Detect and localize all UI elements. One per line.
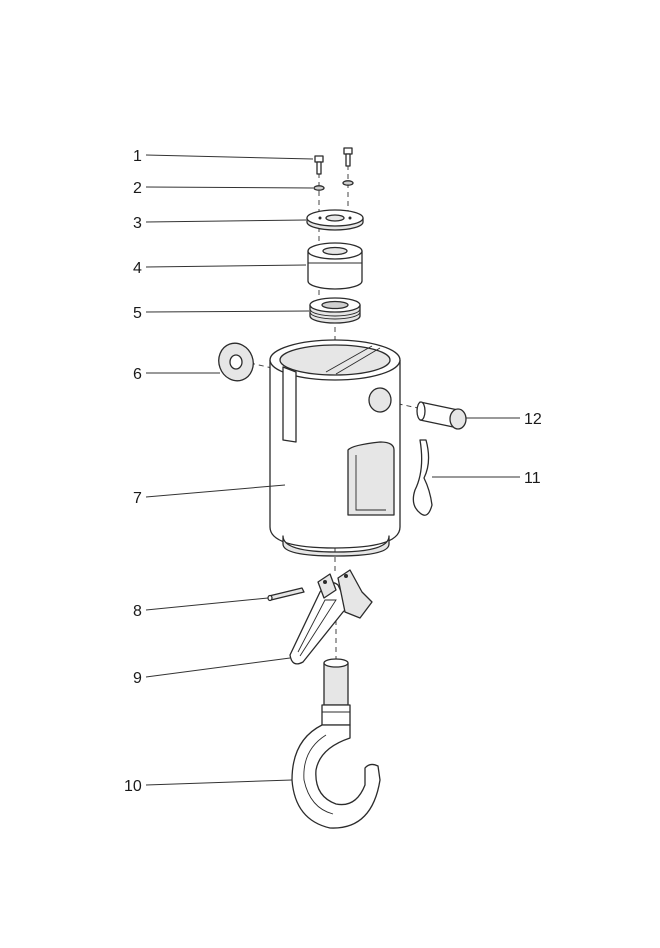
- callout-label-2: 2: [133, 180, 142, 197]
- part-hook: [291, 658, 381, 829]
- callout-label-1: 1: [133, 148, 142, 165]
- part-latch-bracket: [289, 569, 373, 665]
- part-cover-plate: [306, 209, 364, 231]
- leader-3: [145, 219, 307, 223]
- callout-label-5: 5: [133, 305, 142, 322]
- callout-label-3: 3: [133, 215, 142, 232]
- callout-label-6: 6: [133, 366, 142, 383]
- callout-label-11: 11: [524, 470, 541, 487]
- part-cotter-pin: [412, 439, 433, 516]
- leader-9: [145, 657, 291, 678]
- part-bolts: [314, 147, 353, 175]
- part-side-washer: [218, 342, 254, 382]
- callout-label-7: 7: [133, 490, 142, 507]
- callout-label-12: 12: [524, 411, 542, 428]
- callout-label-10: 10: [124, 778, 142, 795]
- leader-1: [145, 154, 314, 160]
- callout-label-4: 4: [133, 260, 142, 277]
- leader-2: [145, 186, 314, 189]
- part-housing-barrel: [269, 339, 401, 557]
- part-cross-pin: [267, 587, 305, 602]
- leader-8: [145, 597, 269, 611]
- leader-7: [145, 484, 286, 498]
- callout-label-9: 9: [133, 670, 142, 687]
- callout-leaders: [145, 154, 520, 786]
- callout-label-8: 8: [133, 603, 142, 620]
- part-nut-cylinder: [307, 242, 363, 290]
- leader-5: [145, 310, 310, 313]
- leader-4: [145, 264, 307, 268]
- leader-10: [145, 779, 293, 786]
- part-thrust-bearing: [309, 297, 361, 324]
- part-lock-washers: [313, 180, 354, 191]
- callout-labels: 1 2 3 4 5 6 7 8 9 10 11 12: [124, 148, 542, 795]
- part-shaft-pin: [416, 401, 467, 430]
